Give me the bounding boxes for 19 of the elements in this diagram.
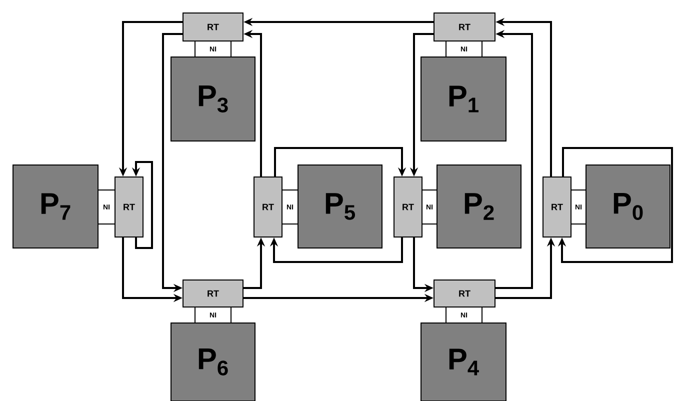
processor-box: P$_{4}$ <box>420 322 506 401</box>
router-box: RT <box>182 280 244 308</box>
processor-box: P$_{3}$ <box>170 56 256 142</box>
router-box: RT <box>182 12 244 42</box>
router-box: RT <box>434 12 496 42</box>
router-box: RT <box>434 280 496 308</box>
arrow <box>558 147 673 263</box>
processor-box: P$_{5}$ <box>298 164 382 248</box>
processor-box: P$_{2}$ <box>436 164 522 248</box>
processor-box: P$_{1}$ <box>420 56 506 142</box>
processor-box: P$_{6}$ <box>170 322 256 401</box>
router-box: RT <box>254 176 282 238</box>
router-box: RT <box>114 176 144 238</box>
router-box: RT <box>542 176 572 238</box>
arrow <box>270 238 403 263</box>
arrow <box>274 147 406 176</box>
processor-box: P$_{7}$ <box>12 164 98 248</box>
router-box: RT <box>394 176 422 238</box>
processor-box: P$_{0}$ <box>586 164 670 248</box>
